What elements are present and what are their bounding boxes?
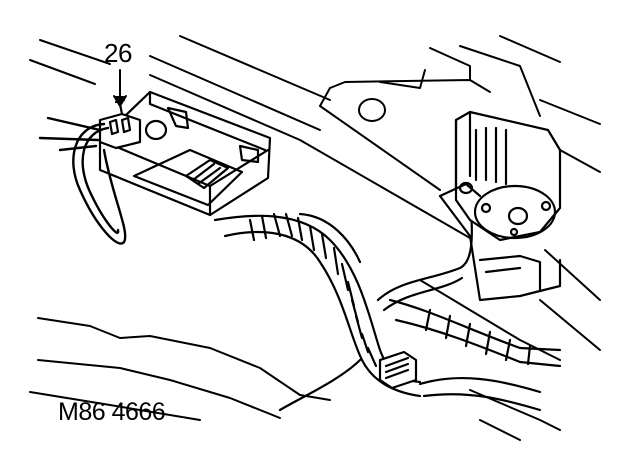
callout-number: 26 — [104, 38, 132, 68]
actuator-unit — [438, 110, 562, 302]
connector-leads — [38, 116, 127, 245]
harness-plug — [378, 350, 418, 390]
sill-outline — [29, 317, 561, 441]
figure-reference: M86 4666 — [58, 398, 166, 426]
vehicle-panel-lines — [29, 35, 601, 361]
control-module — [98, 90, 272, 217]
wiring-harness — [213, 198, 562, 412]
callout-leader — [113, 69, 127, 107]
